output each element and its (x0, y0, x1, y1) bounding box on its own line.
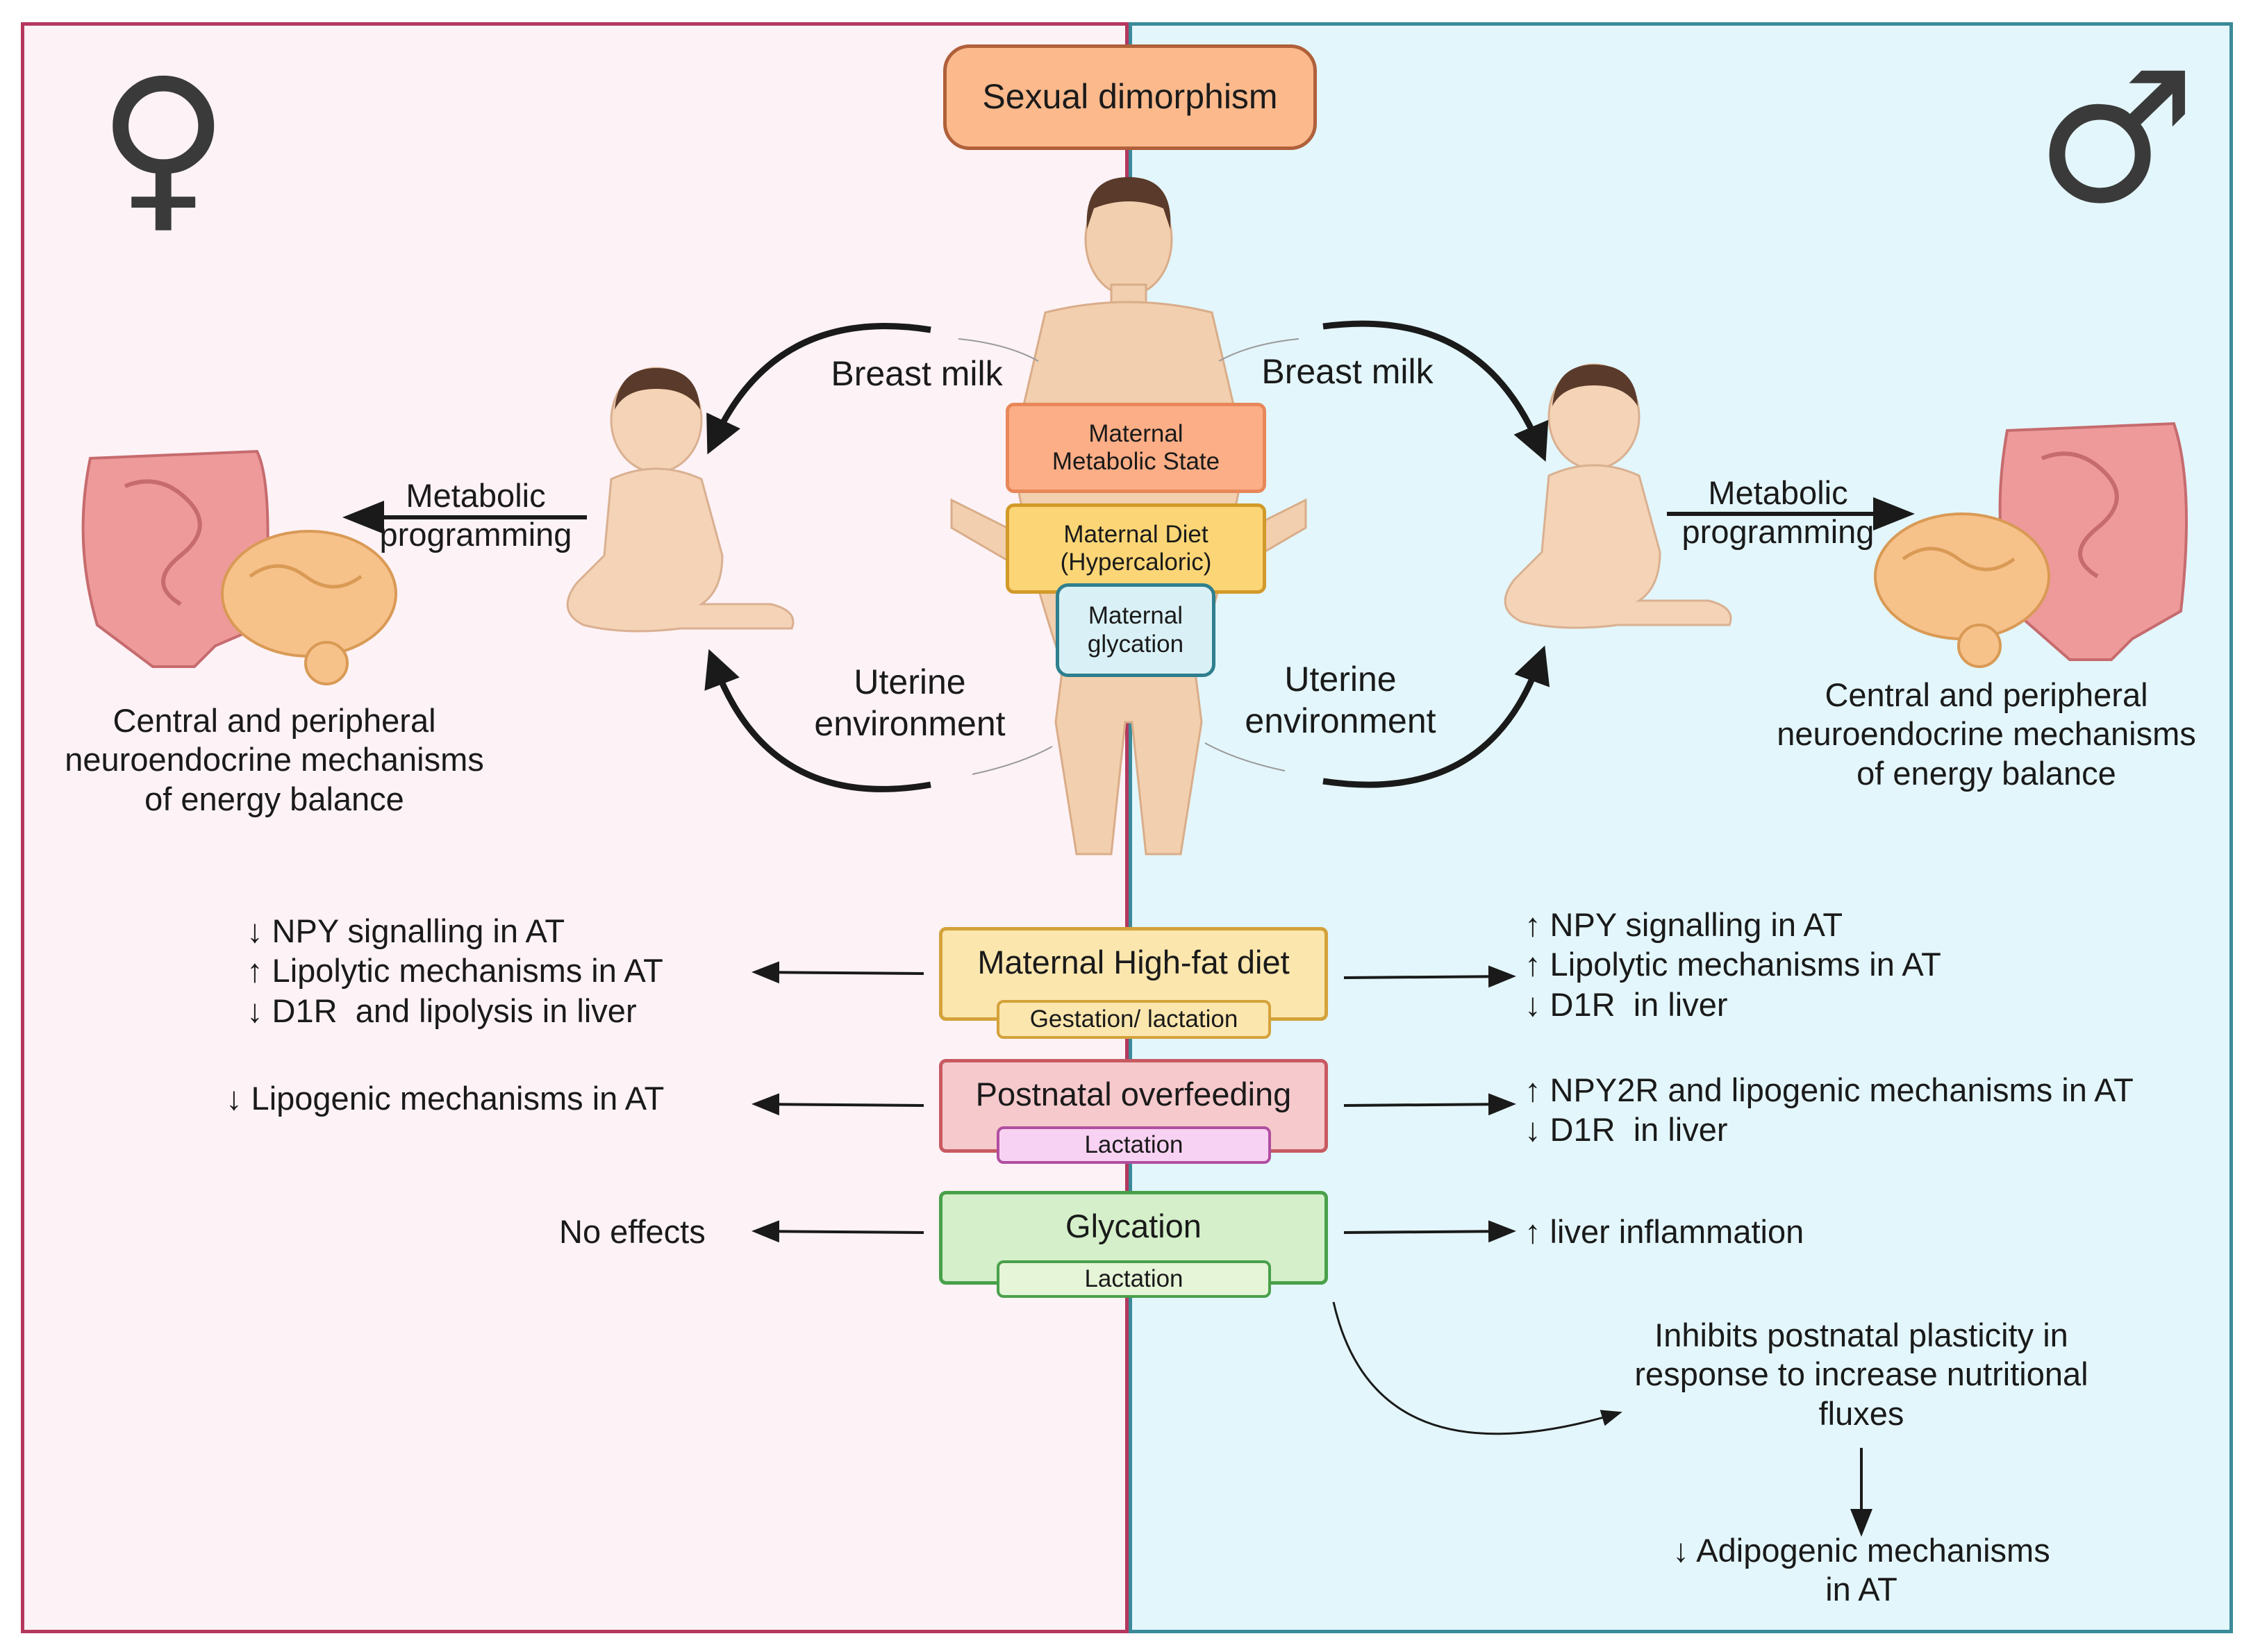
maternal-glycation-box: Maternal glycation (1056, 583, 1215, 677)
female-high-fat-effects: ↓ NPY signalling in AT ↑ Lipolytic mecha… (247, 912, 663, 1029)
female-panel (21, 22, 1129, 1633)
uterine-arrow-left (704, 649, 931, 792)
adipogenic-mechanisms-text: ↓ Adipogenic mechanisms in AT (1672, 1532, 2050, 1608)
glycation-label: Glycation (1065, 1208, 1202, 1245)
high-fat-diet-label: Maternal High-fat diet (977, 944, 1290, 981)
maternal-glycation-label: Maternal glycation (1087, 602, 1184, 658)
male-overfeeding-effects: ↑ NPY2R and lipogenic mechanisms in AT ↓… (1525, 1071, 2134, 1149)
gestation-lactation-label: Gestation/ lactation (1029, 1005, 1238, 1033)
gestation-lactation-badge: Gestation/ lactation (997, 1000, 1271, 1039)
intestine-icon (1998, 422, 2188, 661)
glycation-lactation-label: Lactation (1084, 1265, 1183, 1292)
maternal-diet-box: Maternal Diet (Hypercaloric) (1006, 503, 1266, 594)
female-overfeeding-effects: ↓ Lipogenic mechanisms in AT (226, 1080, 665, 1117)
metabolic-programming-label-right: Metabolic programming (1681, 474, 1875, 551)
male-symbol-icon: ♂ (2035, 34, 2198, 244)
overfeeding-arrow-right (1343, 1093, 1516, 1116)
sexual-dimorphism-box: Sexual dimorphism (943, 44, 1317, 150)
uterine-arrow-right (1322, 645, 1550, 788)
highfat-arrow-right (1343, 965, 1516, 988)
maternal-metabolic-state-box: Maternal Metabolic State (1006, 403, 1266, 493)
mother-hair-icon (1086, 177, 1171, 229)
female-symbol-icon: ♀ (97, 41, 230, 251)
plasticity-arrow (1332, 1301, 1622, 1435)
highfat-arrow-left (751, 961, 924, 984)
uterine-environment-label-left: Uterine environment (814, 662, 1006, 743)
uterine-environment-label-right: Uterine environment (1245, 660, 1436, 740)
intestine-icon (81, 449, 269, 668)
male-panel (1129, 22, 2233, 1633)
brain-icon (221, 530, 397, 685)
breast-milk-arrow-left (706, 323, 931, 455)
glycation-lactation-badge: Lactation (997, 1260, 1271, 1298)
maternal-diet-label: Maternal Diet (Hypercaloric) (1060, 520, 1212, 576)
connector-line (1204, 742, 1286, 771)
glycation-arrow-right (1343, 1220, 1516, 1243)
brain-icon (1874, 512, 2050, 668)
overfeeding-lactation-badge: Lactation (997, 1126, 1271, 1164)
overfeeding-arrow-left (751, 1093, 924, 1116)
connector-line (1218, 338, 1299, 362)
baby-icon (1504, 363, 1732, 629)
breast-milk-arrow-right (1322, 320, 1549, 462)
female-glycation-effects: No effects (559, 1213, 706, 1250)
maternal-metabolic-state-label: Maternal Metabolic State (1052, 419, 1220, 475)
baby-hair-icon (1552, 365, 1638, 406)
metabolic-programming-label-left: Metabolic programming (379, 477, 572, 553)
connector-line (972, 746, 1053, 775)
baby-hair-icon (615, 368, 700, 410)
male-high-fat-effects: ↑ NPY signalling in AT ↑ Lipolytic mecha… (1525, 906, 1941, 1023)
connector-line (958, 338, 1039, 362)
overfeeding-lactation-label: Lactation (1084, 1130, 1183, 1158)
postnatal-overfeeding-label: Postnatal overfeeding (975, 1076, 1292, 1113)
baby-icon (566, 367, 795, 633)
breast-milk-label-left: Breast milk (831, 354, 1003, 393)
energy-balance-mechanisms-right: Central and peripheral neuroendocrine me… (1777, 676, 2196, 792)
postnatal-plasticity-text: Inhibits postnatal plasticity in respons… (1634, 1317, 2088, 1432)
energy-balance-mechanisms-left: Central and peripheral neuroendocrine me… (65, 702, 484, 817)
breast-milk-label-right: Breast milk (1261, 352, 1434, 391)
page-title: Sexual dimorphism (982, 77, 1278, 117)
glycation-arrow-left (751, 1220, 924, 1243)
male-glycation-effects: ↑ liver inflammation (1525, 1213, 1804, 1250)
